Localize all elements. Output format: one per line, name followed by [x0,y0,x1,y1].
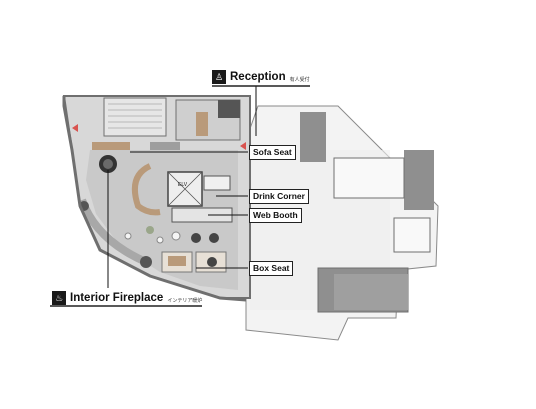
booth-pod [191,233,201,243]
sofa-seat-callout: Sofa Seat [249,145,296,160]
curved-sofa [132,163,161,216]
table [156,236,164,244]
reception-title: ♙ Reception 有人受付 [212,70,310,84]
box-seat-callout: Box Seat [249,261,294,276]
sofa-seat-area [150,142,180,150]
entrance-marker [240,142,246,150]
reception-label-jp: 有人受付 [289,77,310,83]
interior-fireplace-label: Interior Fireplace [70,292,164,304]
plant [146,226,154,234]
fire-icon: ♨ [52,291,66,305]
wall-block [300,112,326,162]
reception-counter [196,112,208,136]
restroom-small [393,217,431,253]
fireplace-glow [103,159,113,169]
reception-label: Reception [230,71,286,83]
entrance-marker [72,124,78,132]
booth-pod [207,257,217,267]
reception-icon: ♙ [212,70,226,84]
box-seat-cushion [168,256,186,266]
restroom [333,157,405,199]
table [124,232,132,240]
column [140,256,152,268]
wall-block [218,100,240,118]
wall-block [334,274,408,310]
wall-block [404,150,434,210]
sofa-seat-area [92,142,130,150]
web-booth-callout: Web Booth [249,208,302,223]
stair-block [103,97,167,137]
table [171,231,181,241]
interior-fireplace-label-jp: インテリア暖炉 [167,298,203,304]
drink-corner-callout: Drink Corner [249,189,309,204]
booth-pod [209,233,219,243]
stair-lines [108,103,162,129]
drink-counter [203,175,231,191]
outer-wall [62,96,247,302]
elevator-label: ELV [178,182,188,188]
interior-fireplace-title: ♨ Interior Fireplace インテリア暖炉 [52,291,202,305]
